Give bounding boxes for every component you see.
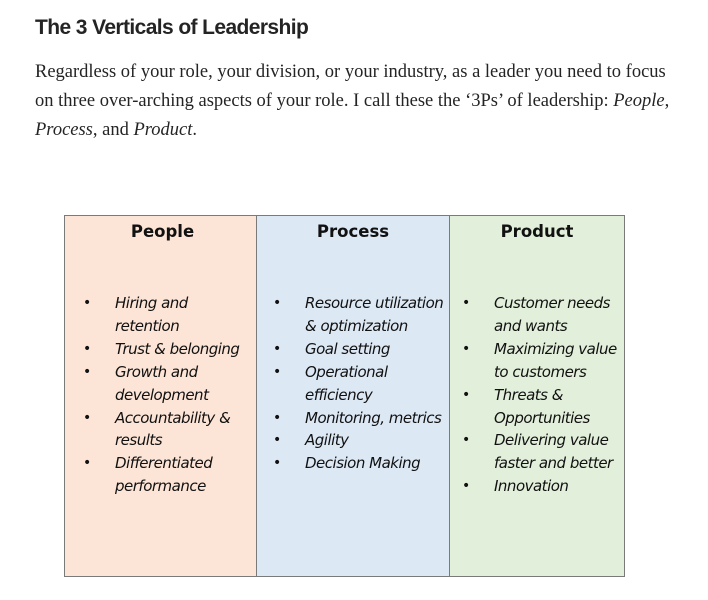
list-item: •Goal setting <box>271 338 449 361</box>
list-item: •Innovation <box>460 475 630 498</box>
bullet-icon: • <box>273 455 282 472</box>
paragraph-end: . <box>192 120 198 140</box>
emphasis-people: People <box>613 91 665 111</box>
list-item: •Customer needs and wants <box>460 292 630 338</box>
process-list: •Resource utilization & optimization •Go… <box>271 292 449 475</box>
list-item: •Delivering value faster and better <box>460 429 630 475</box>
column-process: Process •Resource utilization & optimiza… <box>256 216 449 576</box>
bullet-icon: • <box>462 295 471 311</box>
list-item: •Resource utilization & optimization <box>271 292 449 338</box>
bullet-icon: • <box>462 340 471 357</box>
bullet-icon: • <box>273 295 282 311</box>
paragraph-sep: , and <box>92 120 134 140</box>
bullet-icon: • <box>462 478 471 495</box>
bullet-icon: • <box>83 340 92 357</box>
list-item: •Threats & Opportunities <box>460 384 630 430</box>
list-item: •Hiring and retention <box>81 292 256 338</box>
list-item: •Decision Making <box>271 452 449 475</box>
emphasis-process: Process <box>35 120 93 140</box>
intro-paragraph: Regardless of your role, your division, … <box>35 58 685 145</box>
bullet-icon: • <box>273 409 282 426</box>
list-item: •Growth and development <box>81 361 256 407</box>
bullet-icon: • <box>273 432 282 449</box>
list-item: •Maximizing value to customers <box>460 338 630 384</box>
bullet-icon: • <box>83 455 92 472</box>
list-item: •Trust & belonging <box>81 338 256 361</box>
column-header-process: Process <box>316 222 390 241</box>
bullet-icon: • <box>83 409 92 426</box>
list-item: •Agility <box>271 429 449 452</box>
bullet-icon: • <box>273 363 282 380</box>
paragraph-text: Regardless of your role, your division, … <box>35 62 666 111</box>
column-product: Product •Customer needs and wants •Maxim… <box>449 216 624 576</box>
three-ps-table: People •Hiring and retention •Trust & be… <box>64 215 625 577</box>
list-item: •Operational efficiency <box>271 361 449 407</box>
emphasis-product: Product <box>133 120 193 140</box>
column-header-product: Product <box>500 222 574 241</box>
article-title: The 3 Verticals of Leadership <box>35 16 309 39</box>
people-list: •Hiring and retention •Trust & belonging… <box>81 292 256 498</box>
bullet-icon: • <box>462 386 471 403</box>
list-item: •Differentiated performance <box>81 452 256 498</box>
list-item: •Accountability & results <box>81 407 256 453</box>
paragraph-sep: , <box>664 91 670 111</box>
bullet-icon: • <box>83 363 92 380</box>
bullet-icon: • <box>273 340 282 357</box>
list-item: •Monitoring, metrics <box>271 407 449 430</box>
column-header-people: People <box>130 222 195 241</box>
product-list: •Customer needs and wants •Maximizing va… <box>460 292 630 498</box>
column-people: People •Hiring and retention •Trust & be… <box>65 216 256 576</box>
bullet-icon: • <box>83 295 92 311</box>
bullet-icon: • <box>462 432 471 449</box>
